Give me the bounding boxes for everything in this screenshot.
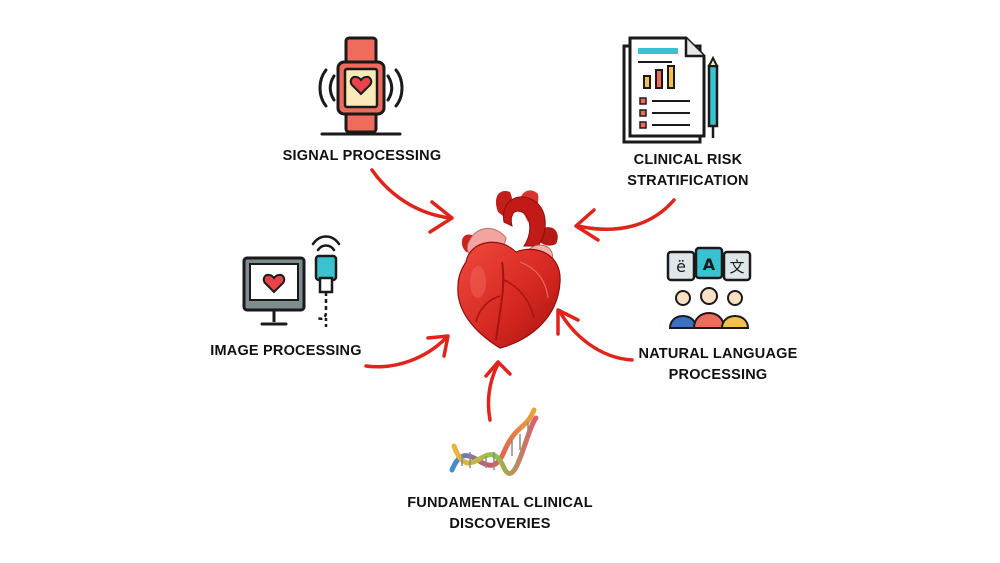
heart-icon bbox=[457, 190, 561, 349]
nlp-label-line-2: PROCESSING bbox=[668, 367, 768, 383]
translation-people-icon: ë A 文 bbox=[666, 246, 752, 329]
signal-processing-label-line-1: SIGNAL PROCESSING bbox=[282, 148, 442, 164]
ultrasound-monitor-icon bbox=[242, 235, 341, 330]
arrow-risk-to-heart bbox=[574, 198, 676, 242]
fundamental-label-line-2: DISCOVERIES bbox=[449, 516, 551, 532]
svg-text:文: 文 bbox=[729, 258, 744, 276]
fundamental-label-line-1: FUNDAMENTAL CLINICAL bbox=[407, 495, 593, 511]
smartwatch-icon bbox=[318, 36, 404, 136]
image-processing-label-line-1: IMAGE PROCESSING bbox=[210, 343, 362, 359]
svg-text:A: A bbox=[703, 255, 716, 274]
arrow-nlp-to-heart bbox=[556, 308, 634, 362]
arrow-signal-to-heart bbox=[370, 168, 454, 234]
svg-text:ë: ë bbox=[676, 257, 686, 276]
clinical-risk-stratification-label: CLINICAL RISK STRATIFICATION bbox=[588, 150, 788, 192]
report-icon bbox=[622, 36, 719, 144]
fundamental-clinical-discoveries-label: FUNDAMENTAL CLINICAL DISCOVERIES bbox=[380, 493, 620, 535]
nlp-label-line-1: NATURAL LANGUAGE bbox=[638, 346, 798, 362]
dna-icon bbox=[449, 407, 539, 476]
clinical-risk-label-line-1: CLINICAL RISK bbox=[633, 152, 743, 168]
natural-language-processing-label: NATURAL LANGUAGE PROCESSING bbox=[608, 344, 828, 386]
clinical-risk-label-line-2: STRATIFICATION bbox=[627, 173, 749, 189]
image-processing-label: IMAGE PROCESSING bbox=[186, 341, 386, 362]
arrow-fundamental-to-heart bbox=[484, 360, 512, 422]
signal-processing-label: SIGNAL PROCESSING bbox=[262, 146, 462, 167]
arrow-image-to-heart bbox=[364, 334, 450, 369]
